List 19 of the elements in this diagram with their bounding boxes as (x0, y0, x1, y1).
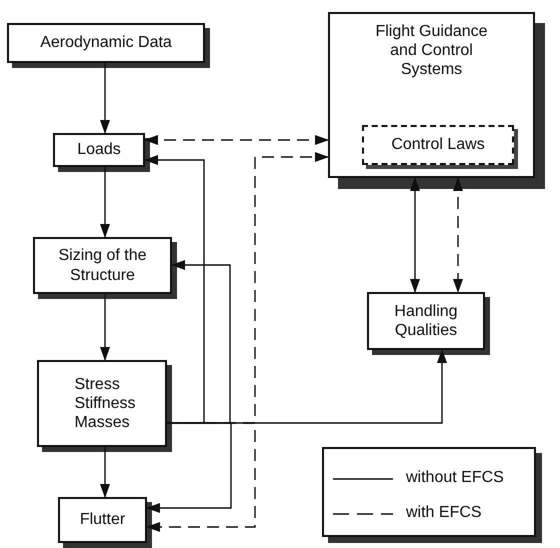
legend-text: with EFCS (406, 504, 482, 522)
node-text: Flight Guidance and Control Systems (374, 22, 489, 80)
node-text: Stress Stiffness Masses (74, 374, 136, 432)
node-text: Loads (77, 140, 121, 160)
node-text: Aerodynamic Data (40, 33, 172, 53)
node-text: Sizing of the Structure (57, 246, 148, 285)
node-text: Flutter (80, 510, 126, 530)
arrow (453, 177, 463, 293)
arrow (100, 63, 110, 134)
arrow (144, 155, 205, 424)
arrow (100, 447, 110, 498)
legend-text: without EFCS (406, 469, 504, 487)
arrow (144, 135, 329, 145)
node-text: Control Laws (391, 135, 485, 155)
arrow (100, 167, 110, 238)
arrow (410, 177, 420, 293)
node-text: Handling Qualities (393, 302, 459, 340)
arrow (146, 422, 232, 513)
arrow (100, 294, 110, 361)
